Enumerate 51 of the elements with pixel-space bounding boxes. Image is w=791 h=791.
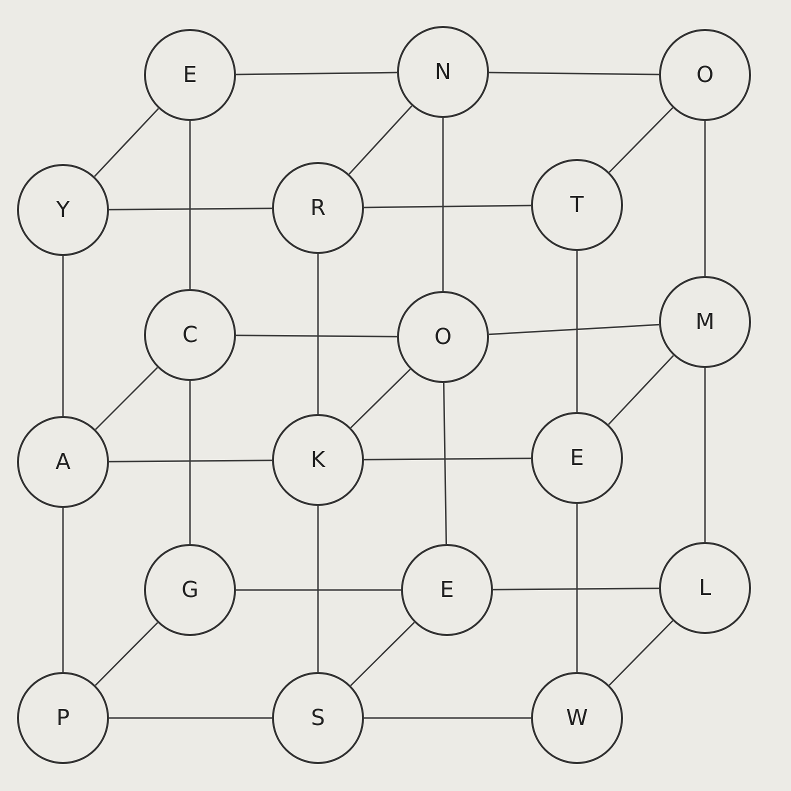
connector-line: [608, 620, 674, 686]
letter: A: [55, 448, 71, 476]
letter: K: [310, 446, 326, 474]
connector-line: [62, 508, 64, 672]
connector-line: [95, 367, 158, 430]
letter: N: [434, 58, 452, 86]
connector-line: [442, 382, 448, 544]
connector-line: [350, 622, 415, 686]
connector-line: [94, 622, 158, 686]
letter: S: [311, 704, 325, 732]
connector-line: [364, 717, 531, 719]
letter: L: [698, 574, 712, 602]
connector-line: [109, 717, 272, 719]
connector-line: [348, 105, 412, 175]
connector-line: [109, 208, 272, 210]
letter: O: [696, 62, 714, 90]
letter: Y: [56, 196, 70, 224]
connector-line: [364, 458, 531, 460]
letter: E: [440, 576, 454, 604]
connector-line: [488, 72, 660, 76]
connector-line: [576, 504, 578, 672]
connector-line: [608, 354, 674, 426]
connector-line: [704, 368, 706, 542]
connector-line: [608, 107, 674, 173]
connector-line: [94, 108, 160, 177]
connector-line: [109, 460, 272, 462]
connector-line: [442, 118, 444, 291]
connector-line: [189, 121, 191, 289]
connector-line: [236, 334, 397, 338]
connector-line: [576, 251, 578, 412]
connector-line: [189, 381, 191, 544]
connector-line: [236, 72, 398, 76]
letter: G: [181, 576, 199, 604]
connector-line: [493, 588, 659, 590]
letter: W: [566, 704, 588, 732]
letter: P: [56, 704, 70, 732]
letter: E: [183, 62, 197, 90]
letter: C: [182, 322, 198, 350]
connector-line: [488, 324, 660, 336]
connector-line: [317, 254, 319, 414]
connector-line: [704, 121, 706, 276]
letter: R: [310, 194, 326, 222]
letter: O: [434, 324, 452, 352]
letter: T: [570, 192, 584, 220]
connector-line: [364, 204, 532, 208]
connector-line: [350, 368, 411, 428]
connector-line: [317, 506, 319, 672]
connector-line: [236, 589, 401, 591]
connector-line: [62, 256, 64, 416]
letter: M: [696, 308, 714, 336]
letter: E: [570, 444, 584, 472]
